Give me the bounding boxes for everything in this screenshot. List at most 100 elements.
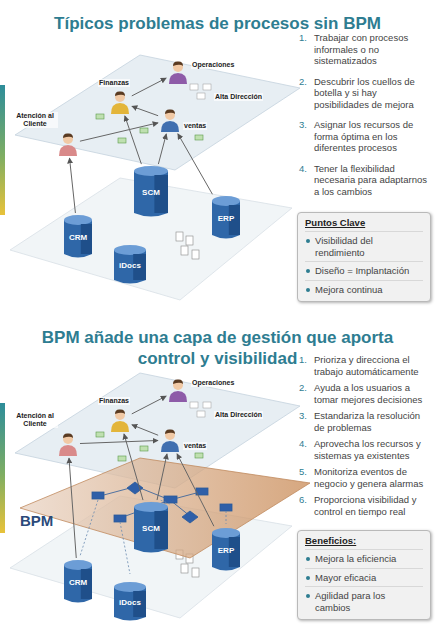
server-cylinder: ERP — [212, 196, 240, 240]
bullet-item: Mayor eficacia — [305, 568, 423, 587]
server-label: ERP — [218, 214, 234, 223]
list-number: 2. — [299, 382, 314, 405]
server-label: SCM — [142, 524, 160, 533]
list-text: Prioriza y direcciona el trabajo automát… — [314, 354, 431, 377]
list-text: Asignar los recursos de forma óptima en … — [314, 119, 431, 154]
plane-label: Alta Dirección — [214, 411, 263, 419]
server-cylinder: CRM — [64, 560, 92, 604]
connector-arrow — [158, 134, 166, 164]
person-figure — [160, 428, 180, 452]
list-text: Aprovecha los recursos y sistemas ya exi… — [314, 438, 431, 461]
list-number: 2. — [299, 76, 314, 111]
plane-label: Alta Dirección — [214, 93, 263, 101]
connector-arrow — [80, 123, 158, 141]
server-label: iDocs — [119, 598, 141, 607]
list-item: 1.Trabajar con procesos informales o no … — [299, 32, 431, 67]
list-number: 6. — [299, 494, 314, 517]
bullet-item: Mejora continua — [305, 280, 423, 299]
person-icon: Operaciones — [168, 60, 188, 84]
person-icon: ventas — [160, 428, 180, 452]
connector-arrow — [177, 454, 214, 526]
server-label: SCM — [142, 188, 160, 197]
server-cylinder: SCM — [134, 502, 168, 554]
list-item: 4.Aprovecha los recursos y sistemas ya e… — [299, 438, 431, 461]
numbered-list: 1.Trabajar con procesos informales o no … — [299, 32, 431, 206]
person-icon: Finanzas — [110, 408, 130, 432]
person-figure — [160, 108, 180, 132]
person-label: Finanzas — [98, 79, 130, 87]
list-text: Tener la flexibilidad necesaria para ada… — [314, 163, 431, 198]
list-item: 5.Monitoriza eventos de negocio y genera… — [299, 466, 431, 489]
bullet-item: Agilidad para los cambios — [305, 586, 423, 616]
diagram-title: Típicos problemas de procesos sin BPM — [10, 14, 425, 34]
bullet-item: Visibilidad del rendimiento — [305, 231, 423, 261]
person-label: Atención al Cliente — [12, 112, 58, 128]
connector-arrow — [132, 106, 158, 115]
list-number: 4. — [299, 163, 314, 198]
list-text: Proporciona visibilidad y control en tie… — [314, 494, 431, 517]
server-label: CRM — [69, 578, 87, 587]
box-heading: Puntos Clave — [305, 217, 423, 229]
list-number: 5. — [299, 466, 314, 489]
list-number: 4. — [299, 438, 314, 461]
person-icon: Finanzas — [110, 90, 130, 114]
bullet-item: Diseño = Implantación — [305, 261, 423, 280]
connector-arrow — [132, 78, 166, 96]
server-cylinder: SCM — [134, 166, 168, 218]
server-cylinder: iDocs — [114, 245, 146, 285]
person-figure — [110, 408, 130, 432]
list-text: Ayuda a los usuarios a tomar mejores dec… — [314, 382, 431, 405]
platforms-bpm — [0, 373, 310, 618]
connector-arrow — [132, 396, 166, 414]
person-figure — [58, 432, 78, 456]
server-label: CRM — [69, 233, 87, 242]
person-label: ventas — [183, 122, 207, 130]
list-number: 3. — [299, 119, 314, 154]
person-label: Operaciones — [191, 61, 235, 69]
person-figure — [58, 132, 78, 156]
list-item: 2.Ayuda a los usuarios a tomar mejores d… — [299, 382, 431, 405]
connector-arrow — [178, 134, 213, 195]
layer-label: BPM — [20, 512, 53, 529]
connector-arrow — [69, 458, 76, 558]
key-points-box: Beneficios: Mejora la eficienciaMayor efi… — [297, 530, 431, 620]
list-item: 4.Tener la flexibilidad necesaria para a… — [299, 163, 431, 198]
server-cylinder: iDocs — [114, 582, 146, 622]
list-number: 3. — [299, 410, 314, 433]
key-points-box: Puntos ClaveVisibilidad del rendimientoD… — [297, 212, 431, 302]
connector-arrow — [125, 116, 142, 164]
list-number: 1. — [299, 354, 314, 377]
list-item: 2.Descubrir los cuellos de botella y si … — [299, 76, 431, 111]
person-label: Finanzas — [98, 397, 130, 405]
person-label: ventas — [183, 442, 207, 450]
person-icon: Atención al Cliente — [58, 132, 78, 156]
box-heading: Beneficios: — [305, 535, 423, 547]
connector-arrow — [70, 158, 76, 213]
server-cylinder: CRM — [64, 215, 92, 259]
connector-arrow — [157, 454, 167, 500]
person-icon: Atención al Cliente — [58, 432, 78, 456]
person-icon: ventas — [160, 108, 180, 132]
list-item: 3.Asignar los recursos de forma óptima e… — [299, 119, 431, 154]
list-text: Monitoriza eventos de negocio y genera a… — [314, 466, 431, 489]
person-figure — [168, 60, 188, 84]
list-number: 1. — [299, 32, 314, 67]
list-text: Descubrir los cuellos de botella y si ha… — [314, 76, 431, 111]
server-label: ERP — [218, 546, 234, 555]
list-text: Trabajar con procesos informales o no si… — [314, 32, 431, 67]
person-icon: Operaciones — [168, 378, 188, 402]
person-figure — [110, 90, 130, 114]
server-cylinder: ERP — [212, 528, 240, 572]
bullet-item: Mejora la eficiencia — [305, 549, 423, 568]
person-label: Operaciones — [191, 379, 235, 387]
connector-arrow — [132, 425, 158, 436]
numbered-list: 1.Prioriza y direcciona el trabajo autom… — [299, 354, 431, 522]
person-figure — [168, 378, 188, 402]
list-item: 6.Proporciona visibilidad y control en t… — [299, 494, 431, 517]
platforms — [0, 55, 300, 300]
server-label: iDocs — [119, 261, 141, 270]
list-item: 3.Estandariza la resolución de problemas — [299, 410, 431, 433]
list-item: 1.Prioriza y direcciona el trabajo autom… — [299, 354, 431, 377]
person-label: Atención al Cliente — [12, 412, 58, 428]
